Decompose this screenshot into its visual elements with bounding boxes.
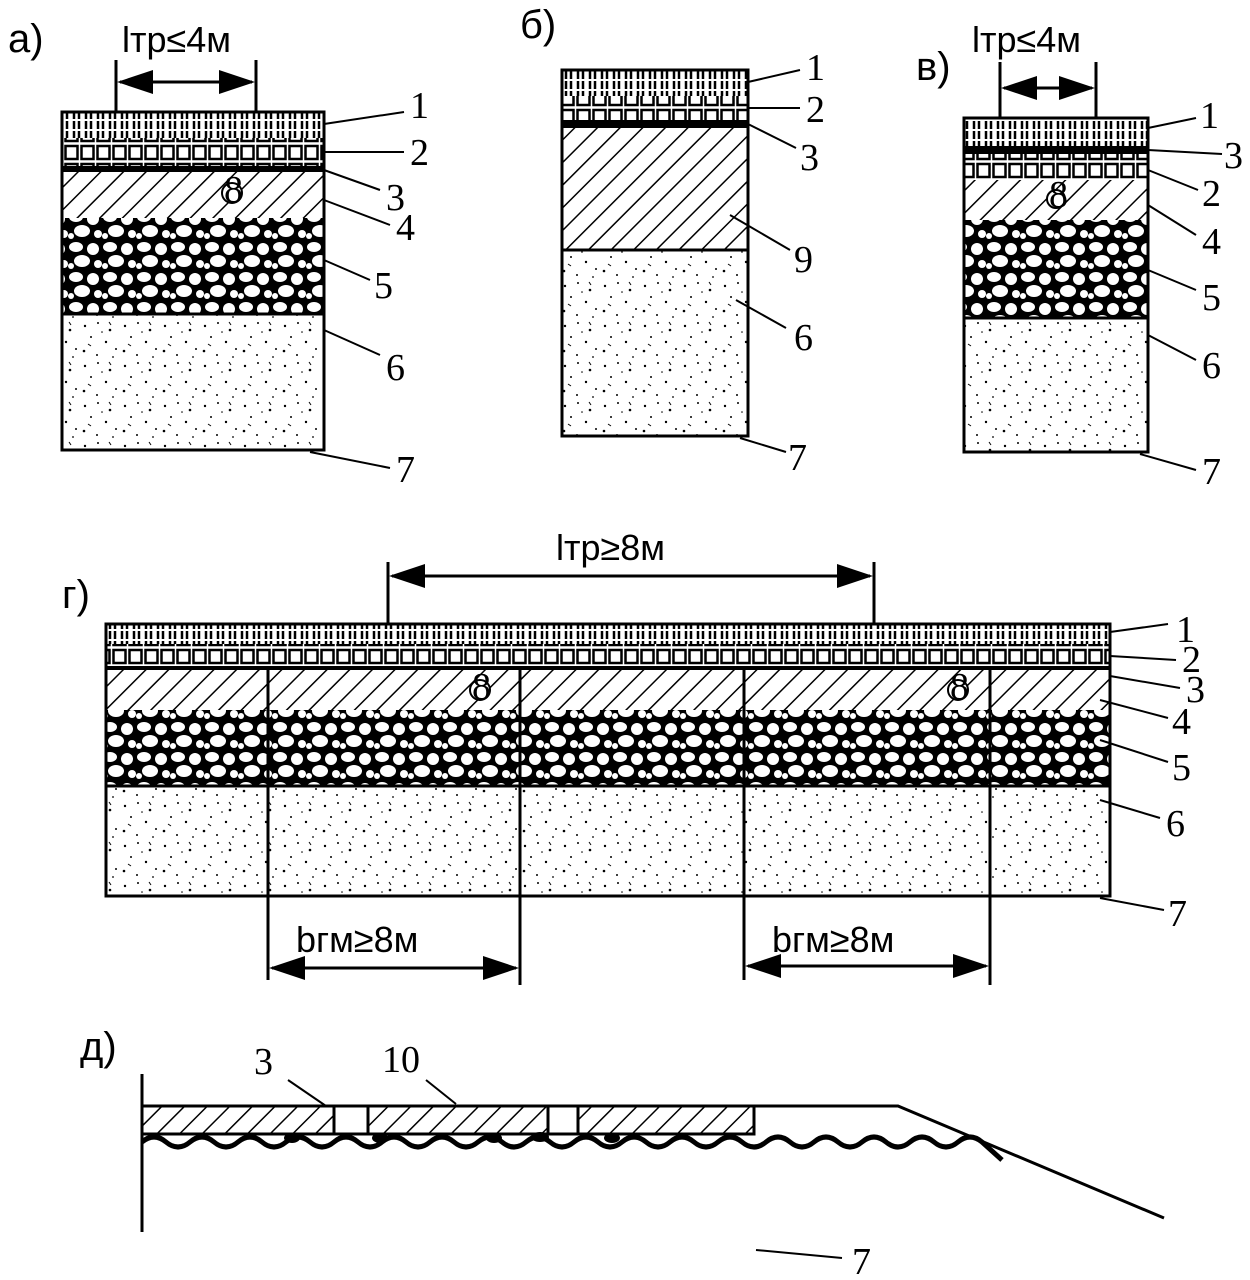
panel-g-layer-3 bbox=[106, 666, 1110, 670]
panel-d-gap-1 bbox=[332, 1104, 370, 1136]
panel-g-callout-5: 5 bbox=[1172, 747, 1191, 789]
panel-d: д) 3 10 7 bbox=[80, 1025, 1165, 1280]
panel-b-callout-1: 1 bbox=[806, 47, 825, 89]
panel-a-layer-3 bbox=[62, 166, 324, 172]
panel-d-slab-2 bbox=[366, 1104, 550, 1136]
panel-g-outline bbox=[104, 622, 1112, 898]
panel-g-layer-2 bbox=[106, 644, 1110, 666]
panel-g-dimension-bottom-left: bгм≥8м bbox=[296, 919, 418, 960]
panel-d-label: д) bbox=[80, 1025, 117, 1069]
panel-v-marker bbox=[1046, 189, 1066, 209]
panel-g-layer-6 bbox=[106, 786, 1110, 896]
panel-a-layer-2 bbox=[62, 138, 324, 166]
panel-a-label: а) bbox=[8, 17, 44, 61]
panel-b-callout-9: 9 bbox=[794, 239, 813, 281]
panel-v-layer-1 bbox=[964, 118, 1148, 146]
panel-v-layer-3 bbox=[964, 146, 1148, 154]
panel-a-layer-5 bbox=[62, 218, 324, 314]
panel-a-callout-3: 3 bbox=[386, 177, 405, 219]
panel-a-callout-5: 5 bbox=[374, 265, 393, 307]
panel-b-callout-7: 7 bbox=[788, 437, 807, 479]
panel-g-label: г) bbox=[62, 573, 90, 617]
panel-v-layer-6 bbox=[964, 318, 1148, 452]
panel-b-layer-9 bbox=[562, 128, 748, 250]
panel-g-callout-6: 6 bbox=[1166, 803, 1185, 845]
panel-a-marker bbox=[221, 182, 243, 204]
panel-v-layer-5 bbox=[964, 220, 1148, 318]
panel-d-callout-10: 10 bbox=[382, 1039, 420, 1081]
panel-g-layer-1 bbox=[106, 624, 1110, 644]
panel-a-layer-4 bbox=[62, 172, 324, 218]
panel-v-label: в) bbox=[916, 45, 951, 89]
panel-v-outline bbox=[962, 116, 1150, 454]
panel-g-marker-1 bbox=[469, 679, 491, 701]
panel-g-callout-4: 4 bbox=[1172, 701, 1191, 743]
panel-a-layer-1 bbox=[62, 112, 324, 138]
panel-b-label: б) bbox=[520, 3, 556, 47]
panel-v-callout-4: 4 bbox=[1202, 221, 1221, 263]
panel-b: б) 1 2 3 9 6 7 bbox=[520, 3, 825, 479]
panel-d-gap-2 bbox=[546, 1104, 580, 1136]
panel-a-callout-7: 7 bbox=[396, 449, 415, 491]
panel-g-dimension-bottom-right: bгм≥8м bbox=[772, 919, 894, 960]
panel-v-layer-2 bbox=[964, 154, 1148, 180]
panel-g-callout-2: 2 bbox=[1182, 639, 1201, 681]
panel-v-callout-6: 6 bbox=[1202, 345, 1221, 387]
panel-a-callout-2: 2 bbox=[410, 132, 429, 174]
panel-g: г) lтр≥8м 8 8 bгм≥8м bгм≥8м bbox=[62, 527, 1205, 985]
panel-v-callout-1: 1 bbox=[1200, 95, 1219, 137]
panel-g-layer-5 bbox=[106, 710, 1110, 786]
panel-b-layer-6 bbox=[562, 250, 748, 436]
panel-v-callout-3: 3 bbox=[1224, 135, 1243, 177]
panel-v-dimension: lтр≤4м bbox=[972, 19, 1081, 60]
panel-g-callout-3: 3 bbox=[1186, 669, 1205, 711]
panel-a-marker-label: 8 bbox=[224, 169, 243, 211]
panel-d-slab-3 bbox=[576, 1104, 756, 1136]
panel-d-subgrade-wave bbox=[140, 1134, 1004, 1162]
panel-d-slope bbox=[754, 1104, 1165, 1220]
panel-a-dimension: lтр≤4м bbox=[122, 19, 231, 60]
panel-v-callout-7: 7 bbox=[1202, 451, 1221, 493]
panel-b-outline bbox=[560, 68, 750, 438]
panel-a-callout-4: 4 bbox=[396, 207, 415, 249]
panel-g-callout-1: 1 bbox=[1176, 609, 1195, 651]
panel-a: а) lтр≤4м 8 1 2 3 4 5 6 7 bbox=[8, 17, 429, 491]
panel-a-outline bbox=[60, 110, 326, 452]
panel-a-callout-6: 6 bbox=[386, 347, 405, 389]
panel-d-callout-3: 3 bbox=[254, 1041, 273, 1083]
panel-v-callout-2: 2 bbox=[1202, 173, 1221, 215]
panel-v: в) lтр≤4м 8 1 3 2 4 5 6 7 bbox=[916, 19, 1243, 493]
panel-g-dimension-top: lтр≥8м bbox=[556, 527, 665, 568]
panel-d-callout-7: 7 bbox=[852, 1241, 871, 1280]
panel-g-marker-2 bbox=[947, 679, 969, 701]
panel-v-marker-label: 8 bbox=[1049, 174, 1068, 216]
panel-b-layer-2 bbox=[562, 96, 748, 120]
panel-g-marker-1-label: 8 bbox=[472, 666, 491, 708]
panel-g-layer-4 bbox=[106, 670, 1110, 710]
panel-b-callout-2: 2 bbox=[806, 89, 825, 131]
panel-d-slab-1 bbox=[140, 1104, 336, 1136]
panel-g-callout-7: 7 bbox=[1168, 893, 1187, 935]
panel-a-layer-6 bbox=[62, 314, 324, 450]
panel-a-callout-1: 1 bbox=[410, 85, 429, 127]
panel-g-marker-2-label: 8 bbox=[950, 666, 969, 708]
panel-b-callout-3: 3 bbox=[800, 137, 819, 179]
panel-b-callout-6: 6 bbox=[794, 317, 813, 359]
panel-v-callout-5: 5 bbox=[1202, 277, 1221, 319]
panel-b-layer-3 bbox=[562, 120, 748, 128]
panel-b-layer-1 bbox=[562, 70, 748, 96]
